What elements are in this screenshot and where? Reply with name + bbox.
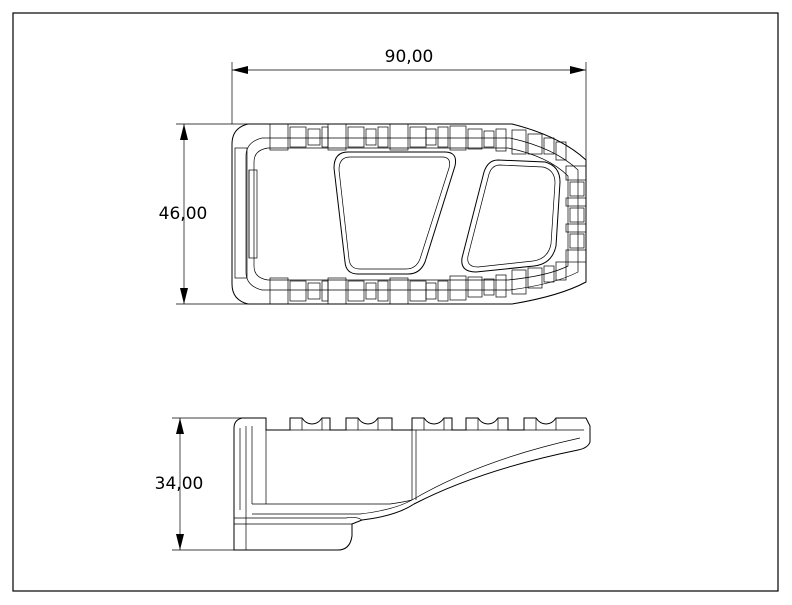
top-view: 90,00 46,00 xyxy=(159,47,587,305)
top-view-inner-rim xyxy=(253,147,569,281)
top-view-outer-outline xyxy=(231,123,587,305)
window-right xyxy=(461,159,561,273)
tooth-top-4 xyxy=(449,125,507,152)
top-view-inner-outline xyxy=(245,137,579,291)
window-left-inner xyxy=(338,156,451,270)
tooth-bottom-4 xyxy=(449,274,507,301)
window-left xyxy=(333,151,456,275)
tooth-top-5 xyxy=(511,129,567,161)
side-view-inner-curve xyxy=(252,437,581,515)
bottom-teeth-row xyxy=(269,261,567,305)
tooth-top-3 xyxy=(389,123,449,151)
top-teeth-row xyxy=(269,123,567,161)
dimension-height-top-label: 46,00 xyxy=(159,204,208,224)
tooth-top-2 xyxy=(327,123,389,151)
dimension-height-side-label: 34,00 xyxy=(155,474,204,494)
dimension-height-side: 34,00 xyxy=(155,417,242,551)
right-end-teeth xyxy=(565,165,587,263)
sheet-frame xyxy=(12,12,779,592)
tooth-bottom-3 xyxy=(389,277,449,305)
left-end-slot xyxy=(248,169,258,259)
tooth-bottom-2 xyxy=(327,277,389,305)
left-end-plate xyxy=(234,147,248,279)
dimension-width: 90,00 xyxy=(231,47,587,160)
dimension-height-top: 46,00 xyxy=(159,123,248,305)
side-view: 34,00 xyxy=(155,417,591,551)
tooth-top-1 xyxy=(269,123,329,151)
tooth-bottom-1 xyxy=(269,277,329,305)
tooth-bottom-5 xyxy=(511,261,567,295)
dimension-width-label: 90,00 xyxy=(385,47,434,67)
window-right-inner xyxy=(467,164,556,268)
